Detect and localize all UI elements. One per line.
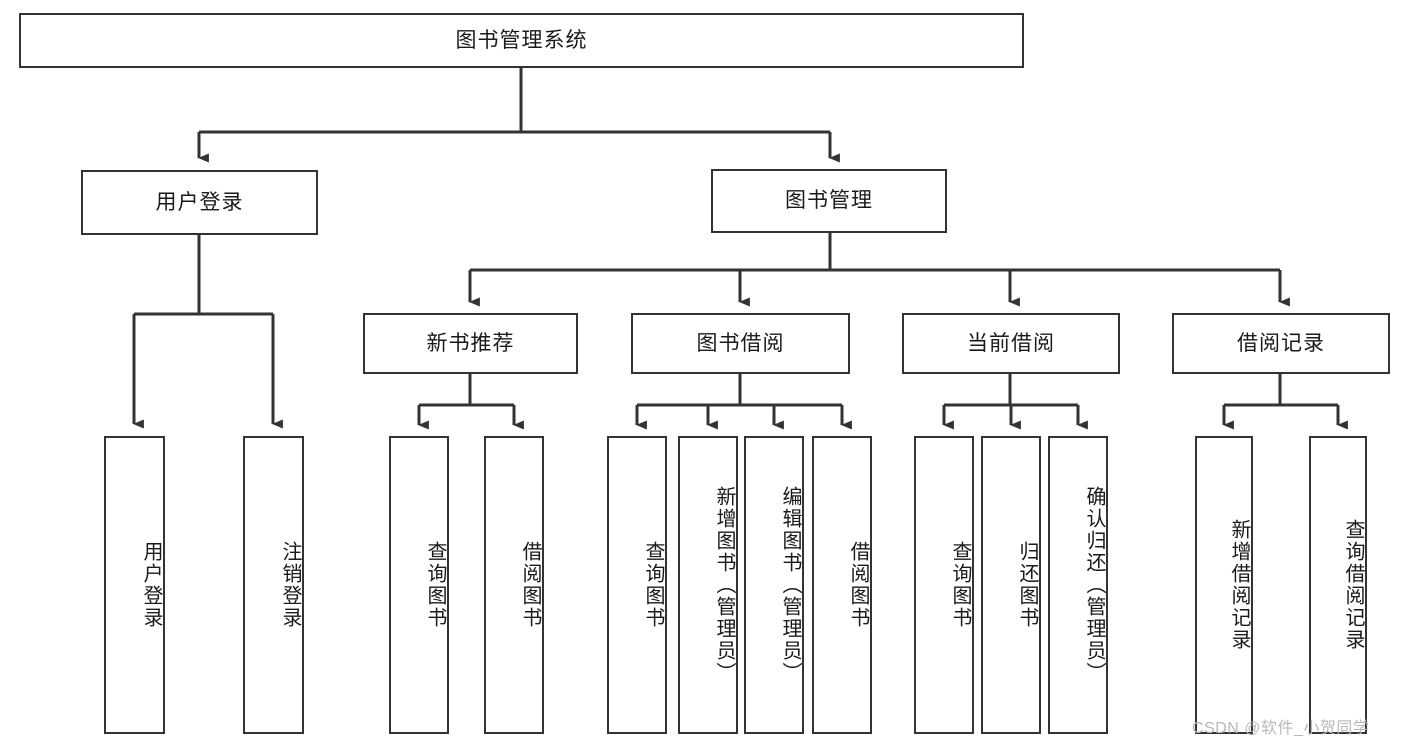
- leaf-logout-login[interactable]: 注销登录: [243, 436, 304, 734]
- node-current-borrow[interactable]: 当前借阅: [902, 313, 1120, 374]
- csdn-watermark: CSDN @软件_小贺同学: [1192, 720, 1370, 737]
- leaf-query-borrow-record[interactable]: 查询借阅记录: [1309, 436, 1367, 734]
- node-label: 当前借阅: [967, 331, 1055, 355]
- node-label: 用户登录: [155, 190, 244, 214]
- node-label: 用户登录: [140, 541, 162, 629]
- leaf-add-borrow-record[interactable]: 新增借阅记录: [1195, 436, 1253, 734]
- leaf-return-book[interactable]: 归还图书: [981, 436, 1041, 734]
- node-user-login[interactable]: 用户登录: [81, 170, 318, 235]
- node-book-management[interactable]: 图书管理: [711, 169, 947, 233]
- node-new-book-recommend[interactable]: 新书推荐: [363, 313, 578, 374]
- leaf-confirm-return-admin[interactable]: 确认归还（管理员）: [1048, 436, 1108, 734]
- node-label: 图书管理: [785, 189, 873, 213]
- leaf-query-book-2[interactable]: 查询图书: [607, 436, 667, 734]
- node-label: 借阅图书: [519, 541, 541, 629]
- node-label: 借阅记录: [1237, 331, 1325, 355]
- node-label: 编辑图书（管理员）: [779, 486, 801, 684]
- node-label: 查询借阅记录: [1342, 519, 1364, 651]
- leaf-borrow-book-2[interactable]: 借阅图书: [812, 436, 872, 734]
- leaf-edit-book-admin[interactable]: 编辑图书（管理员）: [744, 436, 804, 734]
- leaf-add-book-admin[interactable]: 新增图书（管理员）: [678, 436, 738, 734]
- node-system-root[interactable]: 图书管理系统: [19, 13, 1024, 68]
- node-label: 新增借阅记录: [1228, 519, 1250, 651]
- node-label: 查询图书: [949, 541, 971, 629]
- leaf-query-book-1[interactable]: 查询图书: [389, 436, 449, 734]
- leaf-user-login[interactable]: 用户登录: [104, 436, 165, 734]
- node-label: 新书推荐: [426, 331, 515, 355]
- node-label: 新增图书（管理员）: [713, 486, 735, 684]
- node-label: 借阅图书: [847, 541, 869, 629]
- leaf-query-book-3[interactable]: 查询图书: [914, 436, 974, 734]
- node-borrow-record[interactable]: 借阅记录: [1172, 313, 1390, 374]
- node-label: 查询图书: [642, 541, 664, 629]
- node-label: 查询图书: [424, 541, 446, 629]
- node-book-borrow[interactable]: 图书借阅: [631, 313, 850, 374]
- node-label: 图书借阅: [696, 331, 785, 355]
- leaf-borrow-book-1[interactable]: 借阅图书: [484, 436, 544, 734]
- node-label: 图书管理系统: [455, 28, 588, 52]
- node-label: 确认归还（管理员）: [1083, 486, 1105, 684]
- node-label: 注销登录: [279, 541, 301, 629]
- node-label: 归还图书: [1016, 541, 1038, 629]
